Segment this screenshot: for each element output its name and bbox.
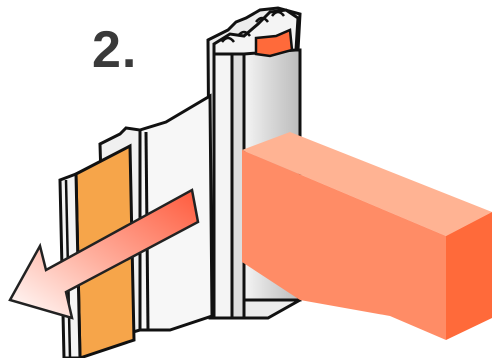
foam-block bbox=[242, 132, 492, 340]
step-number: 2. bbox=[92, 21, 138, 79]
strip-removal-arrow bbox=[8, 188, 200, 320]
